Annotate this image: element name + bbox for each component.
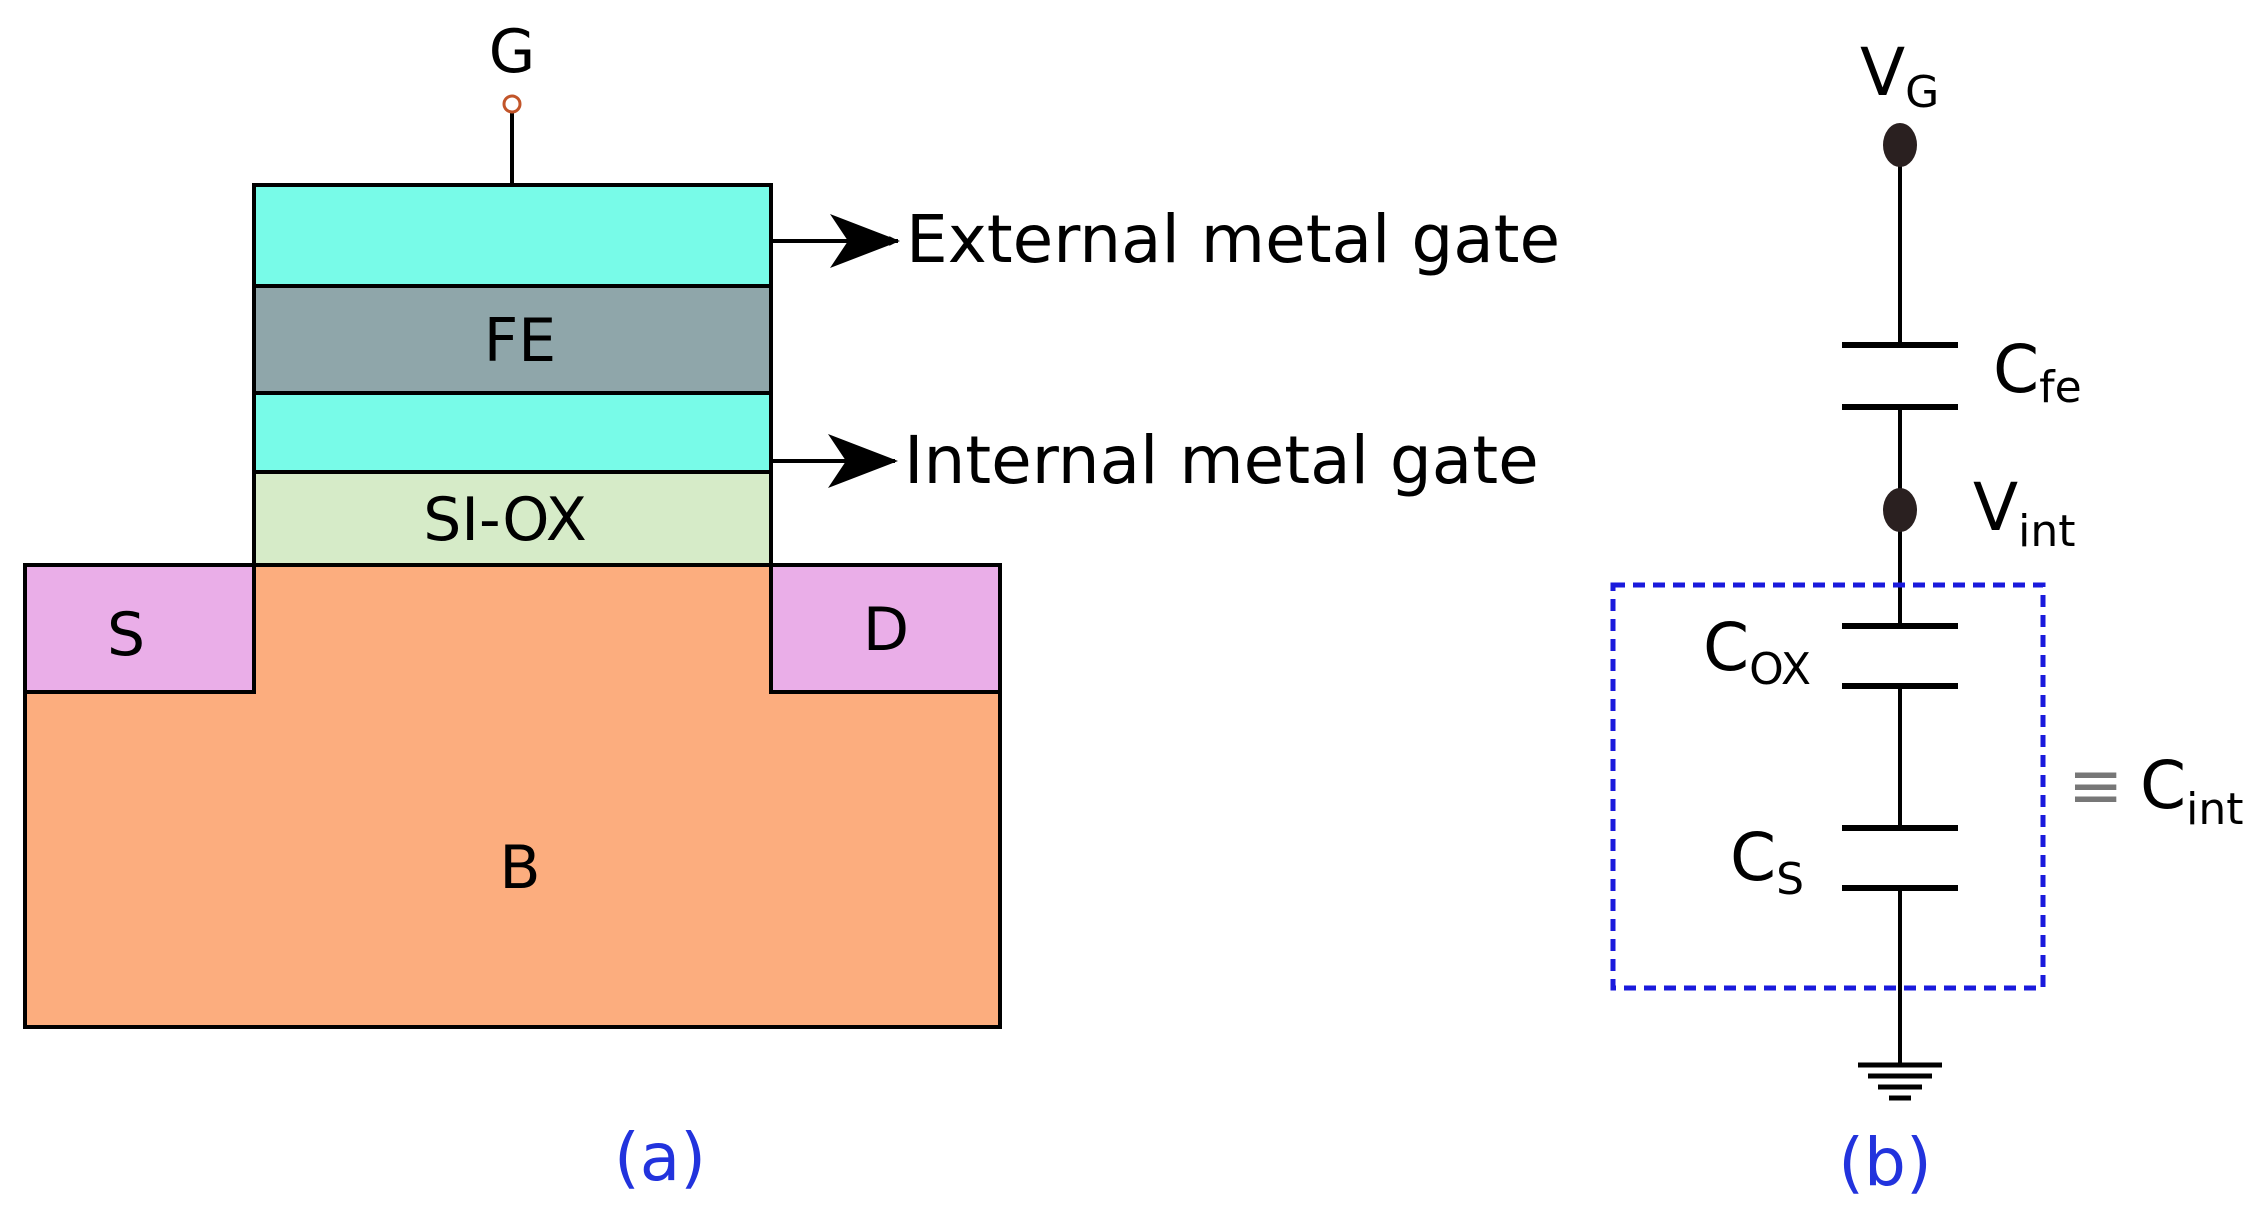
internal-gate-arrowhead-icon [828,434,898,488]
drain-region [769,563,1002,694]
internal-gate-annotation: Internal metal gate [904,422,1539,499]
cfe-gap [1880,345,1920,407]
cint-label: Cint [2140,747,2243,835]
fe-label: FE [484,306,556,376]
cs-label: CS [1730,819,1804,905]
vint-label: Vint [1973,469,2076,557]
caption-b: (b) [1838,1124,1931,1201]
vint-node-icon [1883,488,1917,532]
source-label: S [107,600,145,670]
ground-icon [1858,1062,1942,1101]
internal-metal-gate [252,391,773,474]
cint-dashed-box [1610,582,2046,991]
body-label: B [499,833,540,903]
cs-gap [1880,828,1920,888]
ferroelectric-layer [252,284,773,395]
cox-label: COX [1703,609,1811,695]
equiv-symbol: ≡ [2068,747,2123,824]
gate-terminal-label: G [489,17,536,87]
cfe-label: Cfe [1993,331,2082,413]
oxide-layer [252,470,773,567]
caption-a: (a) [614,1119,706,1196]
cox-gap [1880,626,1920,686]
panel-b: VG Cfe Vint COX CS ≡ Cint [1610,34,2243,1201]
external-metal-gate [252,183,773,288]
external-gate-annotation: External metal gate [906,201,1560,278]
vg-label: VG [1860,34,1939,118]
drain-label: D [863,595,909,665]
source-region [23,563,256,694]
vg-node-icon [1883,123,1917,167]
panel-a: G FE SI-OX S D B External metal gate Int… [23,17,1560,1196]
external-gate-arrowhead-icon [830,214,900,268]
gate-terminal-icon [502,94,522,114]
sio-label: SI-OX [423,485,587,555]
